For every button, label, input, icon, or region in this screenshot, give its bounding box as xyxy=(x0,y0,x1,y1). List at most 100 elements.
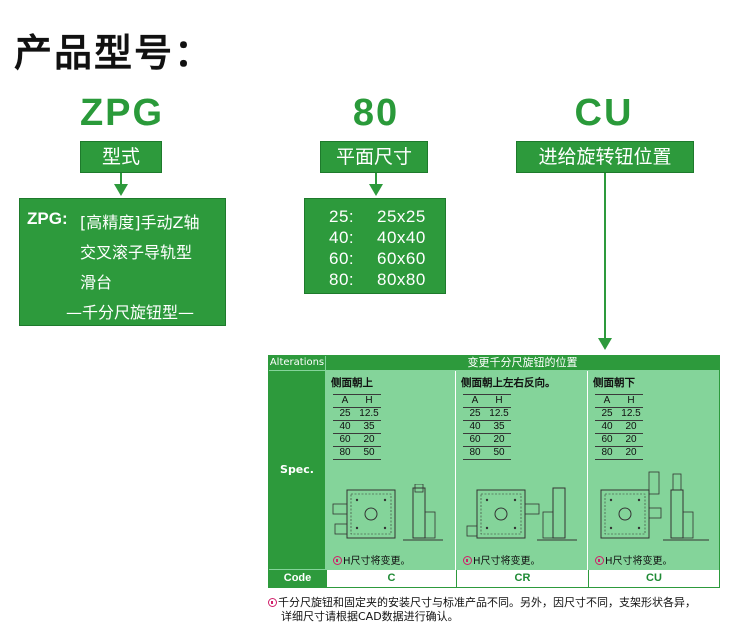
size-key: 40: xyxy=(329,228,355,247)
size-row: 80: 80x80 xyxy=(329,270,426,290)
note-c: H尺寸将变更。 xyxy=(333,552,411,567)
code-cell-cu: CU xyxy=(588,570,719,587)
code-cell-cr: CR xyxy=(456,570,588,587)
column-title-cr: 侧面朝上左右反向。 xyxy=(461,377,556,389)
label-type: 型式 xyxy=(80,141,162,173)
cell-h: 20 xyxy=(619,446,643,460)
cell-h: 12.5 xyxy=(619,407,643,421)
code-80: 80 xyxy=(352,92,400,134)
drawing-c-icon xyxy=(332,484,443,541)
label-knob-position: 进给旋转钮位置 xyxy=(516,141,694,173)
size-key: 80: xyxy=(329,270,355,289)
arrow-head-type xyxy=(114,184,128,196)
size-key: 60: xyxy=(329,249,355,268)
note-cr: H尺寸将变更。 xyxy=(463,552,541,567)
cell-h: 35 xyxy=(487,420,511,434)
footnote-line-2: 详细尺寸请根据CAD数据进行确认。 xyxy=(281,610,459,623)
size-value: 60x60 xyxy=(377,249,426,268)
column-divider xyxy=(587,371,588,570)
cell-a: 25 xyxy=(463,407,487,421)
note-text: H尺寸将变更。 xyxy=(473,556,541,567)
type-prefix: ZPG: xyxy=(27,209,68,228)
size-value: 25x25 xyxy=(377,207,426,226)
cell-a: 40 xyxy=(595,420,619,434)
cell-a: 25 xyxy=(595,407,619,421)
header-h: H xyxy=(619,394,643,408)
size-box: 25: 25x25 40:40x40 60: 60x60 80: 80x80 xyxy=(304,198,446,294)
code-cell-c: C xyxy=(326,570,456,587)
cell-h: 50 xyxy=(487,446,511,460)
drawing-cr-icon xyxy=(466,487,577,541)
arrow-line-position xyxy=(604,173,606,339)
size-row: 40:40x40 xyxy=(329,228,426,248)
code-row: Code C CR CU xyxy=(269,570,719,587)
size-row: 60: 60x60 xyxy=(329,249,426,269)
spec-label-cell: Spec. xyxy=(269,371,325,569)
cell-a: 80 xyxy=(595,446,619,460)
arrow-line-type xyxy=(120,173,122,185)
warning-icon xyxy=(268,598,277,607)
cell-a: 60 xyxy=(333,433,357,447)
code-zpg: ZPG xyxy=(79,92,165,134)
cell-a: 80 xyxy=(463,446,487,460)
warning-icon xyxy=(595,556,604,565)
label-plane-size: 平面尺寸 xyxy=(320,141,428,173)
cell-h: 20 xyxy=(487,433,511,447)
cell-h: 20 xyxy=(619,433,643,447)
cell-h: 35 xyxy=(357,420,381,434)
header-h: H xyxy=(487,394,511,408)
spec-label: Spec. xyxy=(280,463,314,476)
cell-a: 60 xyxy=(463,433,487,447)
type-line-1: [高精度]手动Z轴 xyxy=(80,213,200,232)
code-cu: CU xyxy=(574,92,634,134)
cell-a: 80 xyxy=(333,446,357,460)
note-text: H尺寸将变更。 xyxy=(343,556,411,567)
size-row: 25: 25x25 xyxy=(329,207,426,227)
cell-a: 40 xyxy=(463,420,487,434)
column-title-c: 侧面朝上 xyxy=(331,377,373,389)
arrow-line-size xyxy=(375,173,377,185)
cell-h: 20 xyxy=(619,420,643,434)
arrow-head-size xyxy=(369,184,383,196)
note-text: H尺寸将变更。 xyxy=(605,556,673,567)
warning-icon xyxy=(463,556,472,565)
cell-a: 40 xyxy=(333,420,357,434)
cell-h: 50 xyxy=(357,446,381,460)
column-title-cu: 侧面朝下 xyxy=(593,377,635,389)
cell-h: 20 xyxy=(357,433,381,447)
cell-a: 60 xyxy=(595,433,619,447)
type-line-2: 交叉滚子导轨型 xyxy=(80,243,193,262)
header-a: A xyxy=(333,394,357,408)
code-label: Code xyxy=(269,570,326,587)
note-cu: H尺寸将变更。 xyxy=(595,552,673,567)
cell-h: 12.5 xyxy=(487,407,511,421)
column-divider xyxy=(455,371,456,570)
size-key: 25: xyxy=(329,207,355,226)
size-value: 80x80 xyxy=(377,270,426,289)
type-line-4: —千分尺旋钮型— xyxy=(66,303,195,322)
header-a: A xyxy=(463,394,487,408)
warning-icon xyxy=(333,556,342,565)
cell-a: 25 xyxy=(333,407,357,421)
type-line-3: 滑台 xyxy=(80,273,113,292)
footnote-line-1: 千分尺旋钮和固定夹的安装尺寸与标准产品不同。另外，因尺寸不同，支架形状各异， xyxy=(268,594,696,610)
footnote-text: 千分尺旋钮和固定夹的安装尺寸与标准产品不同。另外，因尺寸不同，支架形状各异， xyxy=(278,596,696,609)
alterations-label: Alterations xyxy=(269,356,325,370)
